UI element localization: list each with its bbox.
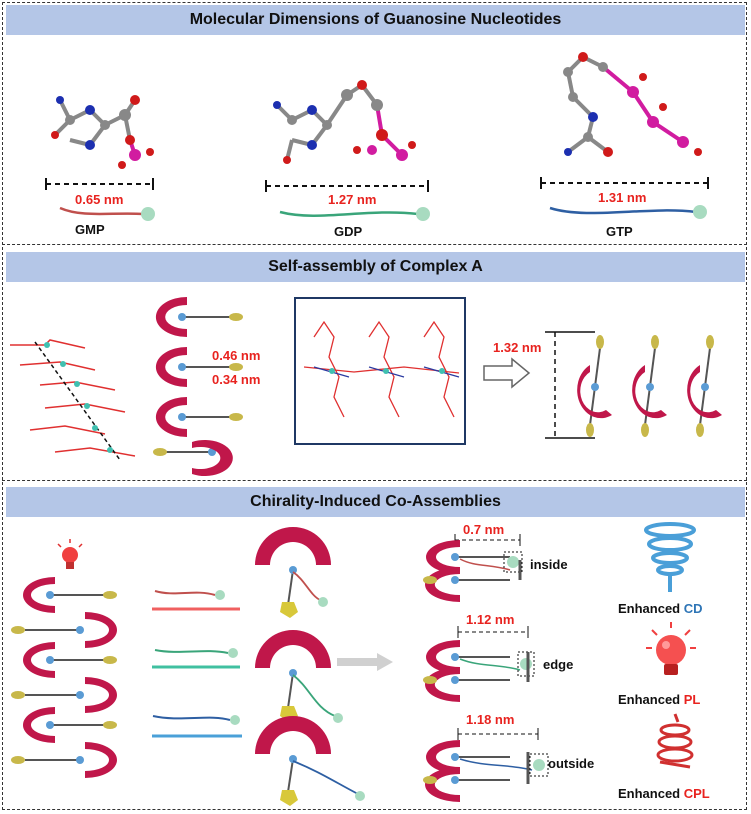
gdp-dimension-bar [265, 180, 429, 192]
assembly-inside [423, 534, 523, 602]
gmp-name: GMP [75, 222, 105, 237]
helix-stack-c [11, 577, 117, 778]
panel-c-title: Chirality-Induced Co-Assemblies [6, 487, 745, 517]
effect-cd: Enhanced CD [618, 601, 703, 616]
gtp-length: 1.31 nm [598, 190, 647, 205]
effect-cpl-word: CPL [683, 786, 710, 801]
effect-pl-prefix: Enhanced [618, 692, 681, 707]
helix-cd-icon [644, 522, 696, 592]
gtp-name: GTP [606, 224, 633, 239]
lattice-box [294, 297, 466, 445]
panel-b-title: Self-assembly of Complex A [6, 252, 745, 282]
helix-stack [153, 297, 243, 476]
effect-cd-prefix: Enhanced [618, 601, 681, 616]
inside-length: 0.7 nm [463, 522, 505, 537]
light-bulb-icon [57, 539, 83, 569]
assembly-outside [423, 728, 549, 802]
gmp-molecule [51, 95, 154, 169]
gmp-dimension-bar [45, 178, 154, 190]
assembly-edge [423, 626, 535, 702]
effect-pl: Enhanced PL [618, 692, 700, 707]
gdp-tail [279, 207, 430, 221]
inside-label: inside [530, 557, 568, 572]
panel-a-title: Molecular Dimensions of Guanosine Nucleo… [6, 5, 745, 35]
bulb-pl-icon [646, 622, 696, 675]
crescent-row [577, 335, 722, 437]
gdp-molecule [273, 80, 416, 164]
process-arrow [337, 653, 393, 671]
gdp-input [152, 648, 240, 669]
edge-label: edge [543, 657, 574, 672]
stack-spacing-2: 0.34 nm [212, 372, 261, 387]
complex-gmp [255, 527, 331, 618]
height-bracket [545, 331, 595, 439]
effect-cpl-prefix: Enhanced [618, 786, 681, 801]
gmp-length: 0.65 nm [75, 192, 124, 207]
complex-gtp [255, 716, 365, 806]
crystal-stack [10, 339, 136, 461]
gmp-tail [59, 206, 155, 221]
effect-cpl: Enhanced CPL [618, 786, 710, 801]
gtp-input [152, 715, 242, 738]
gdp-length: 1.27 nm [328, 192, 377, 207]
transform-arrow [483, 357, 531, 389]
effect-pl-word: PL [683, 692, 701, 707]
gtp-dimension-bar [540, 177, 709, 189]
gdp-name: GDP [334, 224, 363, 239]
outside-length: 1.18 nm [466, 712, 515, 727]
gmp-input [152, 590, 240, 611]
stack-spacing-1: 0.46 nm [212, 348, 261, 363]
edge-length: 1.12 nm [466, 612, 515, 627]
outside-label: outside [548, 756, 595, 771]
effect-cd-word: CD [683, 601, 703, 616]
separator-ab [2, 244, 747, 245]
assembly-height: 1.32 nm [493, 340, 542, 355]
separator-bc [2, 480, 747, 481]
gtp-tail [549, 205, 707, 219]
helix-cpl-icon [656, 713, 694, 769]
gtp-molecule [563, 52, 702, 157]
